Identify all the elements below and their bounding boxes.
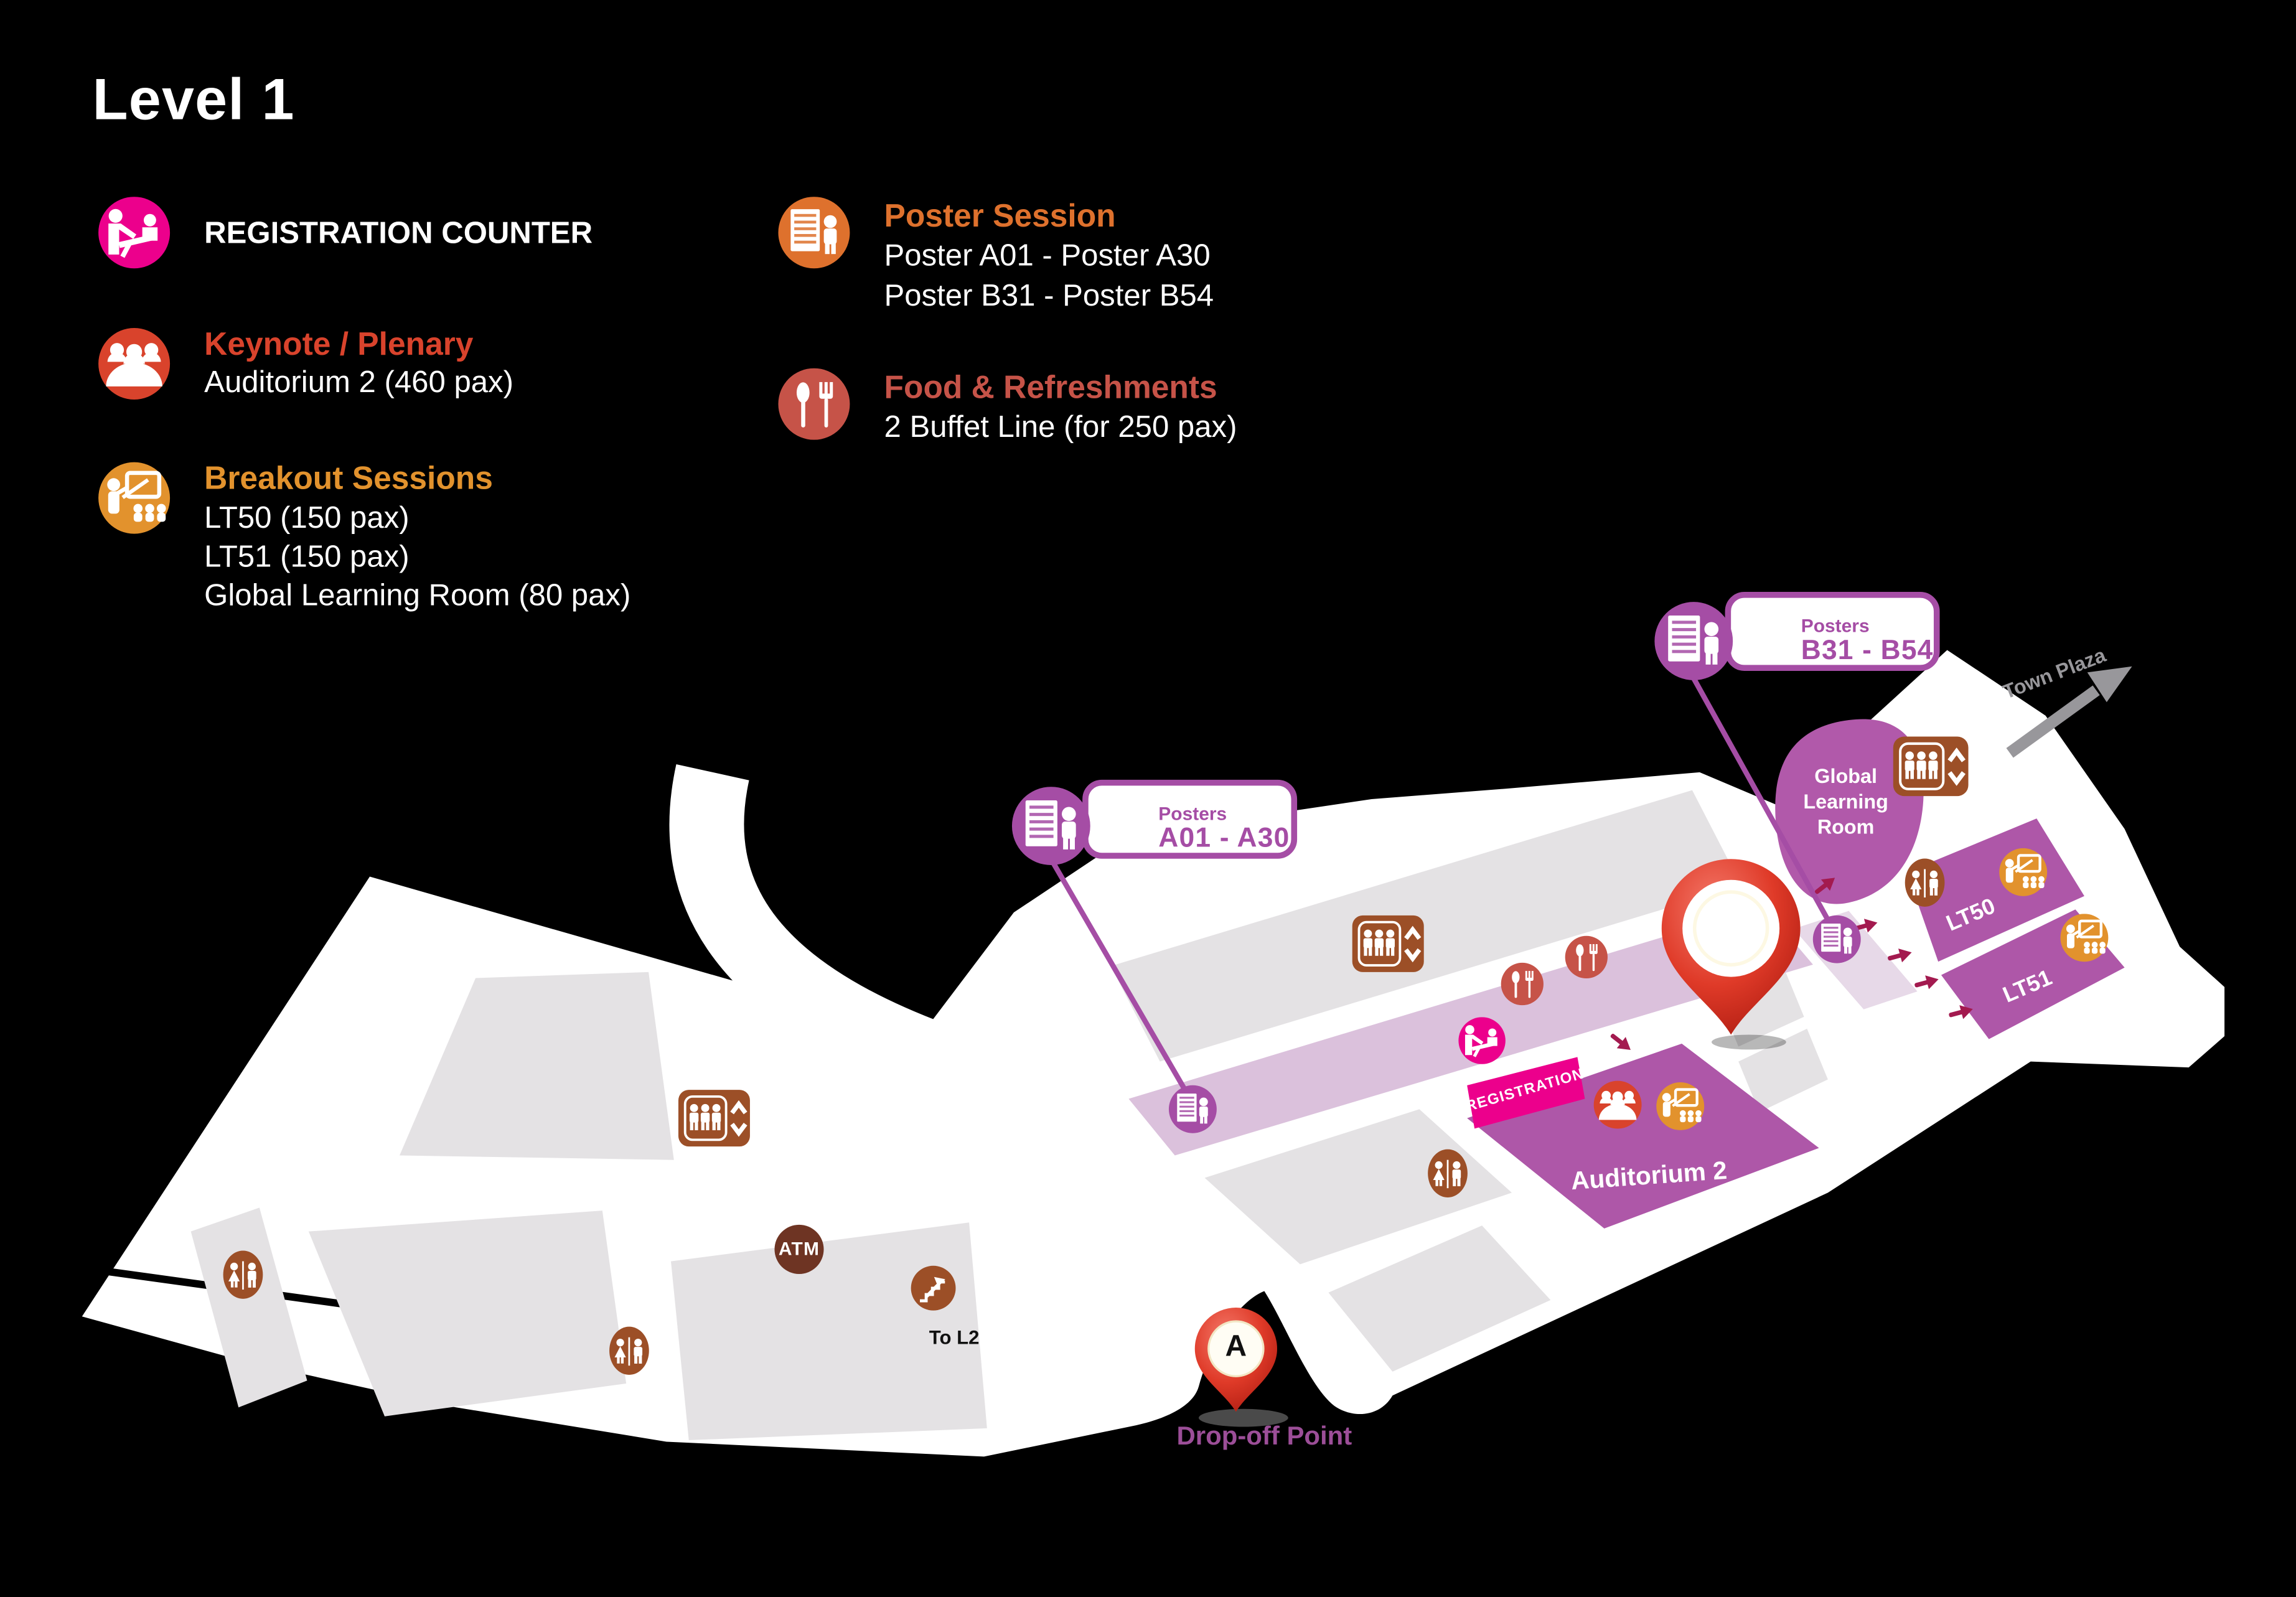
legend-breakout-room: LT51 (150 pax) [204,540,410,574]
glr-label-line3: Room [1817,815,1875,838]
toilet-icon [1905,858,1945,906]
posters-b-callout [1654,592,1940,680]
legend-food-title: Food & Refreshments [884,370,1217,406]
toilet-icon [1428,1150,1468,1197]
breakout-icon [98,462,170,534]
food-icon [778,368,850,440]
legend-keynote-title: Keynote / Plenary [204,326,474,363]
curved-wing [669,764,945,1094]
stairs-icon [911,1266,956,1311]
legend-breakout-title: Breakout Sessions [204,461,493,497]
callout-b-title: Posters [1801,616,1870,637]
room-global-learning [1775,719,1924,904]
registration-counter-icon [98,197,171,269]
page-title: Level 1 [92,68,295,133]
dropoff-pin-letter: A [1225,1330,1247,1364]
poster-icon [1168,1085,1217,1133]
dropoff-label: Drop-off Point [1176,1420,1352,1451]
callout-line-b [1691,677,1838,935]
elevator-icon [678,1090,750,1146]
poster-icon [1812,915,1861,963]
breakout-icon [1656,1082,1704,1130]
registration-zone-flag [1467,1057,1585,1129]
toilet-icon [609,1327,649,1375]
elevator-icon [1893,736,1969,796]
registration-counter-icon [1458,1017,1506,1064]
legend-poster-title: Poster Session [884,198,1116,235]
poster-icon [1011,787,1090,865]
callout-a-title: Posters [1158,803,1227,825]
keynote-icon [98,328,171,400]
poster-icon [778,197,850,269]
callout-b-range: B31 - B54 [1801,634,1934,665]
legend-poster-range: Poster B31 - Poster B54 [884,278,1214,314]
legend-poster-range: Poster A01 - Poster A30 [884,238,1211,273]
dropoff-pin-icon [1194,1308,1277,1412]
food-icon [1501,962,1544,1006]
toilet-icon [223,1250,263,1298]
elevator-icon [1352,916,1424,972]
legend-registration-label: REGISTRATION COUNTER [204,216,593,251]
room-lt50 [1906,818,2084,962]
breakout-icon [1999,848,2047,896]
legend-breakout-room: LT50 (150 pax) [204,500,410,535]
callout-a-range: A01 - A30 [1158,821,1290,853]
legend-breakout-room: Global Learning Room (80 pax) [204,578,631,613]
town-plaza-arrow-icon [2006,666,2132,758]
room-blocks [190,790,1828,1441]
breakout-icon [2060,914,2108,962]
poster-icon [1654,602,1733,680]
keynote-icon [1593,1080,1642,1129]
glr-label-line2: Learning [1803,790,1888,813]
atm-label: ATM [778,1239,820,1260]
location-pin-icon [1661,859,1801,1035]
glr-label-line1: Global [1814,765,1877,788]
posters-a-callout [1011,779,1298,865]
legend-keynote-venue: Auditorium 2 (460 pax) [204,365,513,400]
legend-food-detail: 2 Buffet Line (for 250 pax) [884,410,1237,444]
to-l2-label: To L2 [929,1326,980,1349]
callout-line-a [1050,860,1196,1105]
food-icon [1565,935,1608,979]
atm-icon [774,1224,824,1274]
